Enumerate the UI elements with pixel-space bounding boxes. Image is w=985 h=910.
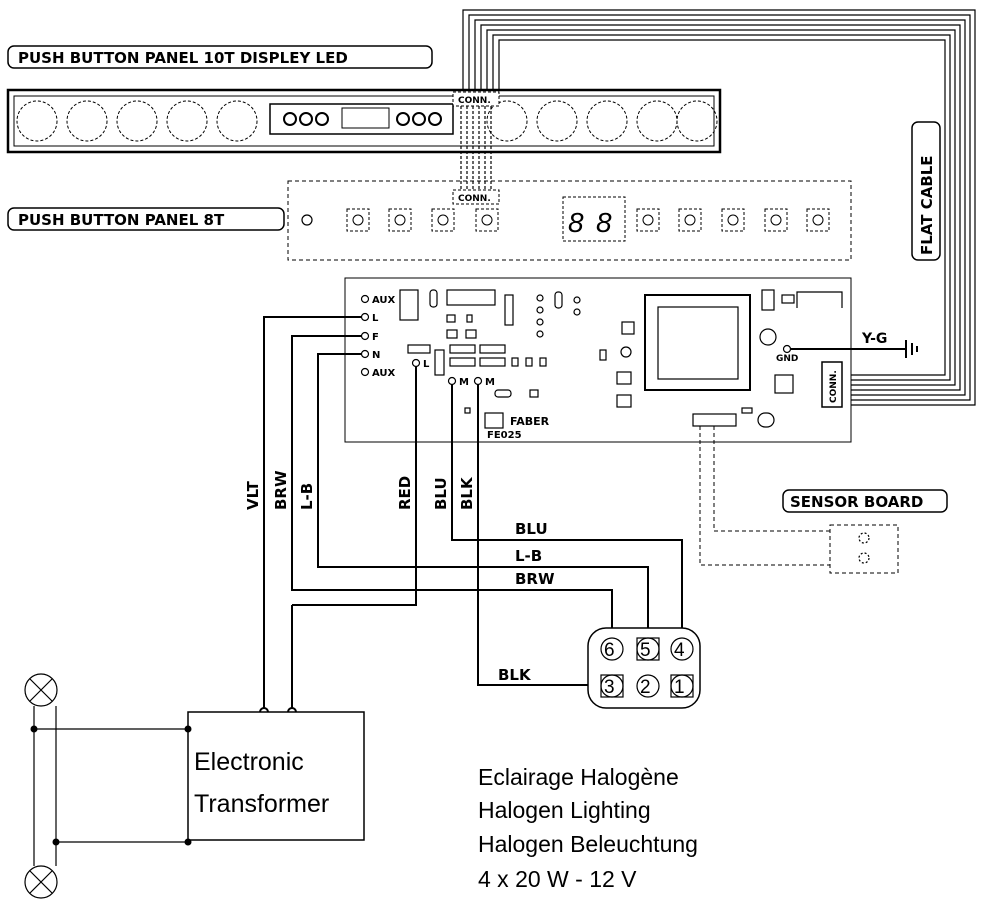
panel8-button (636, 208, 660, 232)
sensor-board-label: SENSOR BOARD (790, 493, 923, 511)
electronic-transformer (187, 711, 365, 841)
panel8-button (475, 208, 499, 232)
wire-label-blu: BLU (432, 477, 450, 510)
terminal-aux-bottom: AUX (372, 368, 396, 379)
panel8-button (764, 208, 788, 232)
panel8-button-dot (481, 214, 493, 226)
pin-4: 4 (674, 640, 685, 661)
lighting-spec: 4 x 20 W - 12 V (478, 866, 637, 892)
panel8-button (388, 208, 412, 232)
panel10-label-box (7, 45, 433, 69)
panel10-label: PUSH BUTTON PANEL 10T DISPLEY LED (18, 49, 348, 67)
terminal-m2: M (485, 377, 495, 388)
panel10-button (676, 100, 718, 142)
lighting-de: Halogen Beleuchtung (478, 831, 698, 857)
conn-top-label: CONN. (458, 96, 491, 106)
terminal-mid-l: L (423, 359, 430, 370)
panel8-button-dot (352, 214, 364, 226)
panel10-button (216, 100, 258, 142)
terminal-l: L (372, 313, 379, 324)
conn-mid (452, 189, 500, 205)
yg-label: Y-G (861, 331, 887, 347)
panel8-button-dot (437, 214, 449, 226)
sensor-cable-1 (699, 426, 830, 566)
wire-label-h-blk: BLK (498, 666, 532, 684)
conn-top (452, 91, 500, 107)
terminal-n: N (372, 350, 380, 361)
sensor-board-label-box (782, 489, 948, 513)
panel10-button (486, 100, 528, 142)
panel8-button (431, 208, 455, 232)
lighting-en: Halogen Lighting (478, 797, 651, 823)
ground-symbol (905, 340, 918, 358)
wire-label-h-brw: BRW (515, 570, 555, 588)
wire-label-h-lb: L-B (515, 547, 542, 565)
flat-cable-label: FLAT CABLE (918, 155, 936, 255)
panel10-button (66, 100, 108, 142)
wire-label-vlt: VLT (244, 480, 262, 510)
panel8-button-dot (642, 214, 654, 226)
panel8-button (721, 208, 745, 232)
push-button-panel-8t: 8 8 (287, 180, 852, 261)
conn-board (821, 361, 843, 408)
conn-mid-label: CONN. (458, 194, 491, 204)
wire-label-brw: BRW (272, 470, 290, 510)
control-board: FABER FE025 (344, 277, 852, 443)
halogen-lamps (24, 673, 192, 899)
panel10-button (586, 100, 628, 142)
ribbon-dashes (460, 106, 492, 190)
panel8-button (678, 208, 702, 232)
pin-3: 3 (604, 677, 615, 698)
panel8-button-dot (812, 214, 824, 226)
sensor-cable-2 (713, 426, 830, 532)
flat-cable (462, 9, 976, 406)
svg-text:8: 8 (596, 207, 612, 238)
terminal-m1: M (459, 377, 469, 388)
panel10-button (166, 100, 208, 142)
terminal-aux-top: AUX (372, 295, 396, 306)
wire-label-lb: L-B (298, 483, 316, 510)
pin-5: 5 (640, 640, 651, 661)
panel8-label: PUSH BUTTON PANEL 8T (18, 211, 225, 229)
panel8-button-dot (770, 214, 782, 226)
brand-label: FABER (510, 415, 550, 428)
push-button-panel-10t (6, 88, 722, 154)
pin-6: 6 (604, 640, 615, 661)
panel10-button (116, 100, 158, 142)
wire-label-h-blu: BLU (515, 520, 548, 538)
transformer-line1: Electronic (194, 748, 304, 776)
panel8-button (806, 208, 830, 232)
panel10-button (536, 100, 578, 142)
gnd-terminal (782, 344, 792, 354)
model-label: FE025 (487, 430, 522, 441)
wiring (259, 316, 683, 717)
terminal-f: F (372, 332, 379, 343)
six-pin-connector: 6 5 4 3 2 1 (587, 627, 701, 709)
panel8-button-dot (394, 214, 406, 226)
sensor-board (829, 524, 899, 574)
panel8-label-box (7, 207, 285, 231)
transformer-line2: Transformer (194, 790, 329, 818)
wire-label-red: RED (396, 476, 414, 510)
lighting-fr: Eclairage Halogène (478, 764, 679, 790)
conn-board-label: CONN. (829, 370, 839, 403)
gnd-label: GND (776, 354, 798, 364)
pin-1: 1 (674, 677, 685, 698)
panel8-button-dot (727, 214, 739, 226)
panel8-button-dot (684, 214, 696, 226)
svg-text:8: 8 (568, 207, 584, 238)
pin-2: 2 (640, 677, 651, 698)
panel10-button (16, 100, 58, 142)
panel8-button (346, 208, 370, 232)
flat-cable-label-box (911, 121, 941, 261)
wire-label-blk: BLK (458, 476, 476, 510)
